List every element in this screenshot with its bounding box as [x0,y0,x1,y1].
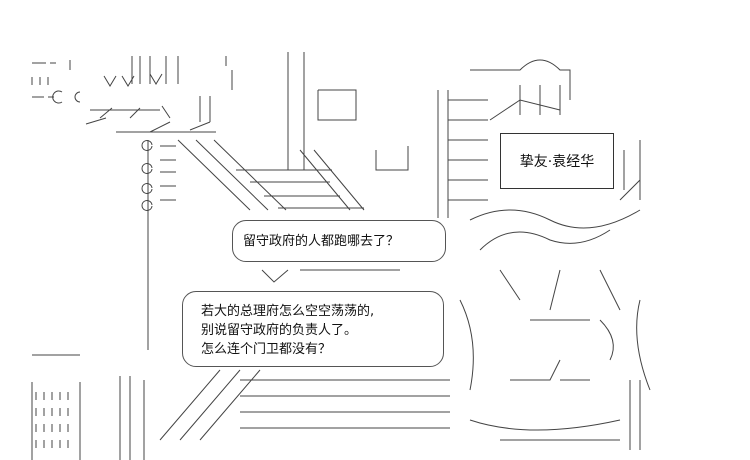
bubble-top-text: 留守政府的人都跑哪去了？ [243,234,400,249]
nameplate-text: 挚友·袁经华 [519,154,595,170]
bubble-main-line-1: 若大的总理府怎么空空荡荡的, [201,304,375,319]
bubble-main-line-3: 怎么连个门卫都没有？ [201,342,332,357]
lower-center-lines [159,269,450,441]
lower-left-structure [31,354,131,460]
stairs-drawing [141,139,365,211]
right-building [437,59,641,218]
hall-pillars [143,52,409,460]
right-figure-sketch [459,209,651,450]
left-top-glyph-cluster [31,56,233,133]
bubble-main-line-2: 别说留守政府的负责人了。 [201,323,358,338]
nameplate: 挚友·袁经华 [500,133,614,189]
speech-bubble-main: 若大的总理府怎么空空荡荡的, 别说留守政府的负责人了。 怎么连个门卫都没有？ [182,291,444,367]
speech-bubble-top: 留守政府的人都跑哪去了？ [232,220,446,262]
